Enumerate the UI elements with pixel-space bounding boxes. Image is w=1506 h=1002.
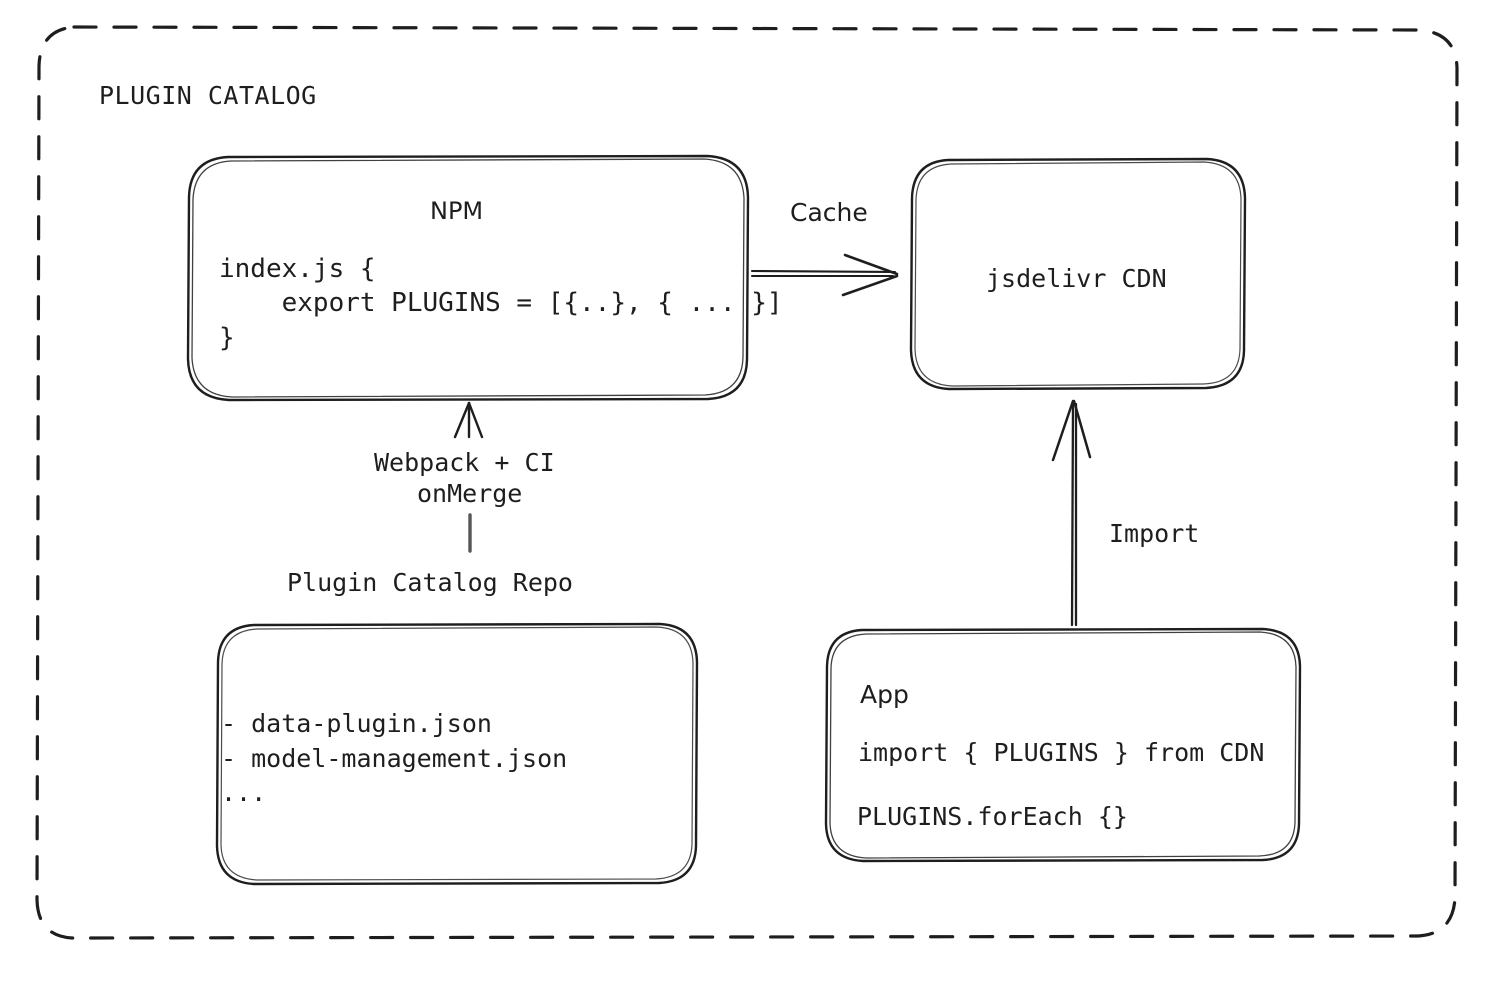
npm-code-block: index.js { export PLUGINS = [{..}, { ...… [219, 254, 783, 353]
app-code-line-2: PLUGINS.forEach {} [857, 802, 1128, 831]
cache-edge-label: Cache [790, 198, 868, 227]
npm-title: NPM [430, 197, 484, 225]
webpack-edge-label-line-1: Webpack + CI [374, 448, 555, 477]
repo-node-label: Plugin Catalog Repo [287, 568, 573, 597]
repo-file-list: - data-plugin.json - model-management.js… [221, 709, 568, 807]
cdn-title: jsdelivr CDN [986, 264, 1167, 293]
import-edge-label: Import [1109, 519, 1200, 548]
frame-title: PLUGIN CATALOG [99, 81, 317, 110]
app-title: App [860, 680, 909, 709]
webpack-edge-label-line-2: onMerge [417, 479, 523, 508]
import-arrow [1051, 399, 1092, 627]
app-code-line-1: import { PLUGINS } from CDN [858, 738, 1265, 767]
